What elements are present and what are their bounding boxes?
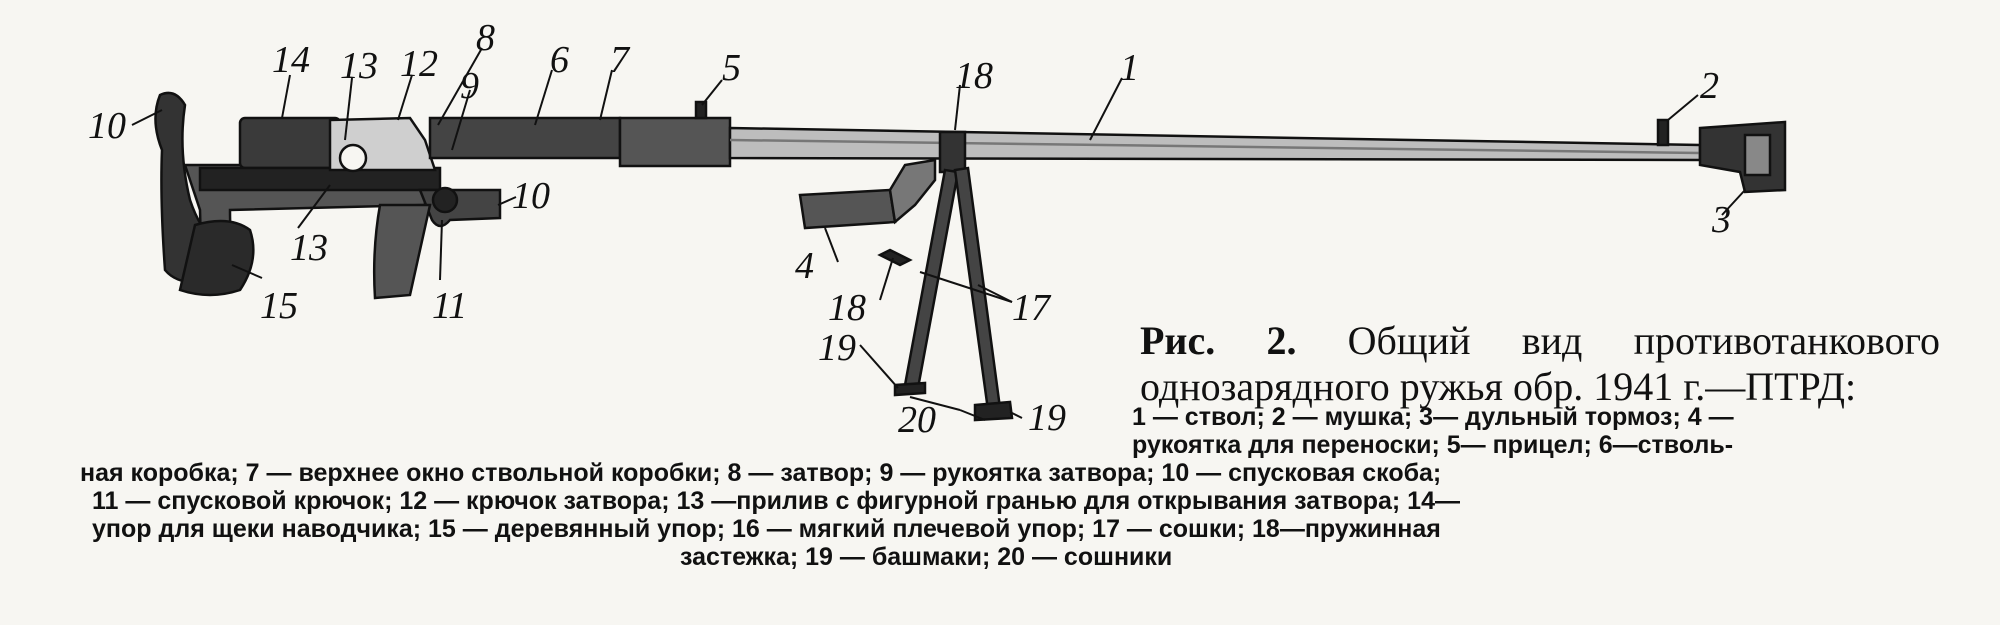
front-sight: [1656, 118, 1670, 147]
bipod-clamp: [938, 130, 967, 174]
carrying-handle-arm: [888, 158, 937, 225]
label-7: 7: [610, 39, 631, 81]
rifle-drawing: [154, 91, 1787, 422]
label-12: 12: [400, 43, 438, 85]
label-14: 14: [272, 39, 310, 81]
receiver-hole: [338, 143, 368, 173]
part-numbers: 10 14 13 12 8 9 6 7 5 18 1 2 3 10 13 15 …: [88, 17, 1731, 441]
label-13-top: 13: [340, 45, 378, 87]
label-19-left: 19: [818, 327, 856, 369]
bipod-leg-right: [953, 166, 1002, 412]
label-13-bottom: 13: [290, 227, 328, 269]
muzzle-brake: [1698, 120, 1787, 194]
carrying-handle-grip: [798, 188, 897, 230]
label-18-top: 18: [955, 55, 993, 97]
trigger-guard: [418, 188, 502, 228]
bolt-handle: [431, 186, 459, 214]
label-9: 9: [460, 65, 479, 107]
receiver: [428, 116, 622, 160]
spring-clip: [877, 248, 913, 267]
label-18-bottom: 18: [828, 287, 866, 329]
legend-line: 1 — ствол; 2 — мушка; 3— дульный тормоз;…: [1132, 403, 1734, 431]
legend-line: упор для щеки наводчика; 15 — деревянный…: [92, 515, 1441, 543]
label-11: 11: [432, 285, 467, 327]
label-17: 17: [1012, 287, 1052, 329]
label-1: 1: [1120, 47, 1139, 89]
leader-lines: [131, 47, 1746, 421]
muzzle-brake-port: [1743, 133, 1772, 177]
label-3: 3: [1711, 199, 1731, 241]
label-10-guard: 10: [512, 175, 550, 217]
label-4: 4: [795, 245, 814, 287]
label-19-right: 19: [1028, 397, 1066, 439]
caption-line-1: Общий вид противотанкового: [1347, 318, 1941, 363]
sight: [694, 100, 708, 120]
figure-caption: Рис. 2. Общий вид противотанкового одноз…: [1140, 318, 1940, 410]
legend-line: рукоятка для переноски; 5— прицел; 6—ств…: [1132, 431, 1734, 459]
label-8: 8: [476, 17, 495, 59]
legend-line: 11 — спусковой крючок; 12 — крючок затво…: [92, 487, 1460, 515]
barrel-highlight: [729, 138, 1701, 155]
pistol-grip: [372, 203, 432, 300]
label-15: 15: [260, 285, 298, 327]
label-5: 5: [722, 47, 741, 89]
legend-line: ная коробка; 7 — верхнее окно ствольной …: [80, 459, 1442, 487]
stock-tube: [198, 166, 442, 192]
legend-line: застежка; 19 — башмаки; 20 — сошники: [680, 543, 1173, 571]
label-2: 2: [1700, 65, 1719, 107]
barrel: [728, 126, 1702, 162]
bipod-foot-left: [893, 381, 927, 397]
label-6: 6: [550, 39, 569, 81]
caption-line-2: однозарядного ружья обр. 1941 г.—ПТРД:: [1140, 364, 1857, 409]
cheek-rest: [238, 116, 342, 170]
wooden-support: [178, 219, 255, 297]
label-10-pad: 10: [88, 105, 126, 147]
caption-prefix: Рис. 2.: [1140, 318, 1297, 363]
label-20: 20: [898, 399, 936, 441]
receiver-window: [618, 116, 732, 168]
